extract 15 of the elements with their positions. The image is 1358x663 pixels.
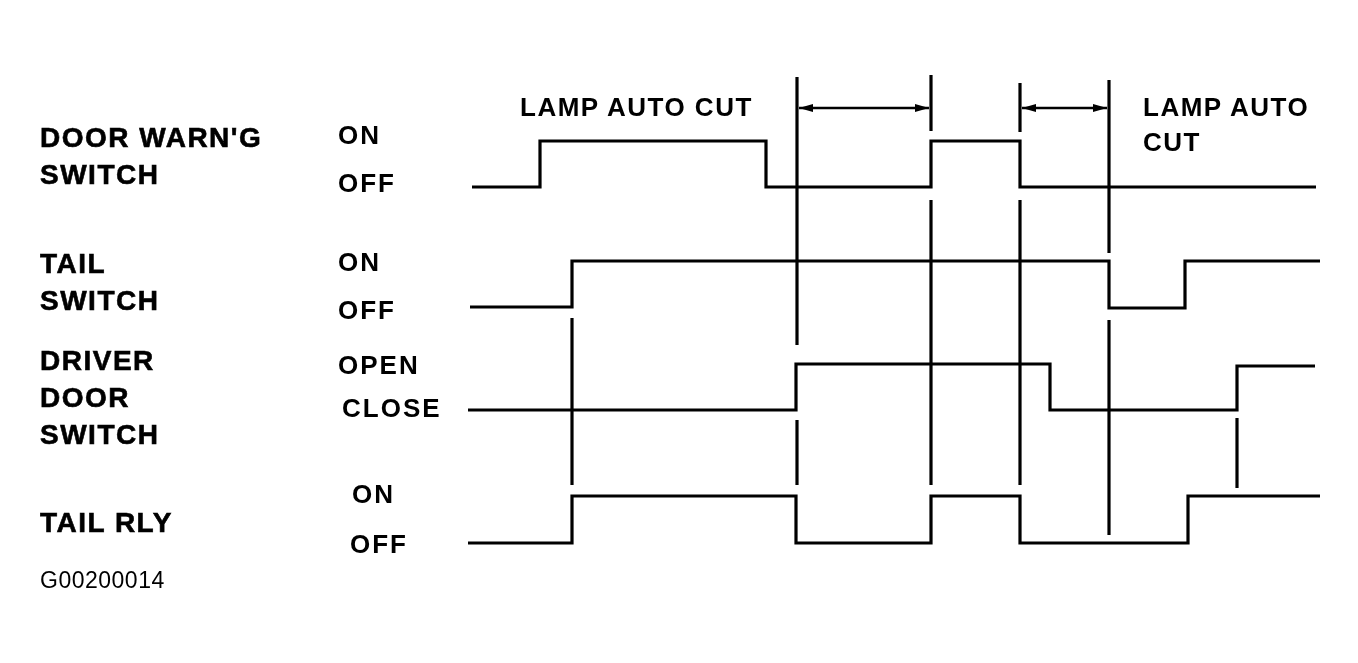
state-label: OPEN xyxy=(338,350,420,380)
signal-name: TAIL SWITCH xyxy=(40,247,161,318)
state-label: OFF xyxy=(338,168,396,198)
signal-name: DRIVER DOOR SWITCH xyxy=(40,344,161,452)
signal-name: DOOR WARN'G SWITCH xyxy=(40,121,264,192)
state-label: CLOSE xyxy=(342,393,442,423)
state-label: ON xyxy=(338,247,381,277)
state-label: OFF xyxy=(338,295,396,325)
state-label: ON xyxy=(352,479,395,509)
state-label: ON xyxy=(338,120,381,150)
annotation-label: LAMP AUTO CUT xyxy=(1143,91,1311,159)
figure-code: G00200014 xyxy=(40,566,165,594)
state-label: OFF xyxy=(350,529,408,559)
annotation-label: LAMP AUTO CUT xyxy=(520,91,754,124)
signal-name: TAIL RLY xyxy=(40,506,174,540)
